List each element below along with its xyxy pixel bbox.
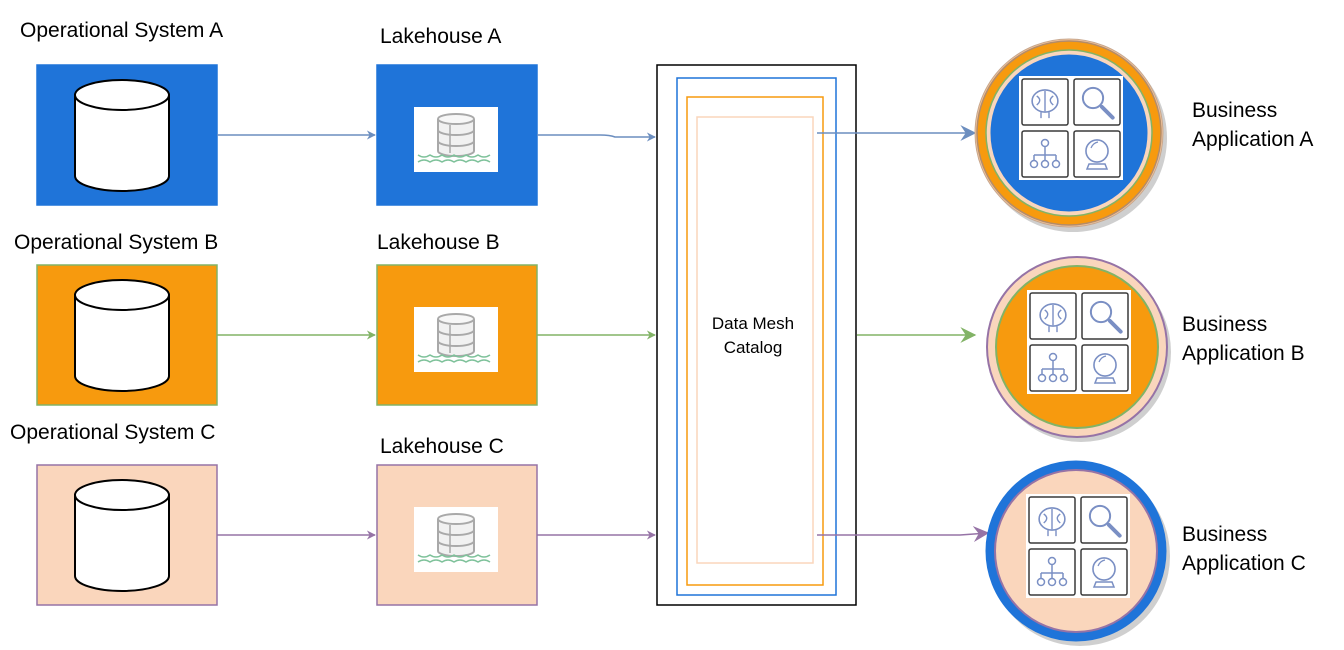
app-c-label-line1: Business — [1182, 523, 1268, 546]
operational-system-c — [36, 464, 218, 606]
operational-system-b-label: Operational System B — [14, 231, 219, 254]
brain-icon — [1028, 496, 1076, 544]
data-mesh-catalog — [656, 64, 857, 606]
application-icon-grid — [1019, 76, 1123, 180]
operational-system-a-label: Operational System A — [20, 19, 224, 42]
app-a-label-line2: Application A — [1192, 128, 1314, 151]
operational-system-b — [36, 264, 218, 406]
operational-system-a — [36, 64, 218, 206]
lakehouse-a — [376, 64, 538, 206]
lakehouse-icon — [414, 107, 498, 172]
lakehouse-icon — [414, 507, 498, 572]
catalog-label-line2: Catalog — [723, 338, 783, 357]
business-application-c — [985, 460, 1170, 646]
catalog-peach-frame — [696, 116, 814, 564]
crystal-ball-icon — [1080, 548, 1128, 596]
catalog-orange-frame — [686, 96, 824, 586]
lakehouse-c — [376, 464, 538, 606]
catalog-label-line1: Data Mesh — [711, 314, 795, 333]
application-icon-grid — [1027, 290, 1131, 394]
hierarchy-icon — [1028, 548, 1076, 596]
lakehouse-a-label: Lakehouse A — [380, 25, 502, 48]
business-application-a — [974, 38, 1167, 232]
hierarchy-icon — [1029, 344, 1077, 392]
catalog-blue-frame — [676, 77, 837, 596]
business-application-b — [986, 256, 1171, 442]
business-application-b-label: Business Application B — [1182, 310, 1305, 368]
app-c-label-line2: Application C — [1182, 552, 1306, 575]
magnifier-icon — [1080, 496, 1128, 544]
lakehouse-icon — [414, 307, 498, 372]
lakehouse-b-label: Lakehouse B — [377, 231, 500, 254]
magnifier-icon — [1073, 78, 1121, 126]
crystal-ball-icon — [1073, 130, 1121, 178]
brain-icon — [1021, 78, 1069, 126]
application-icon-grid — [1026, 494, 1130, 598]
hierarchy-icon — [1021, 130, 1069, 178]
database-cylinder-icon — [74, 279, 170, 392]
business-application-c-label: Business Application C — [1182, 520, 1306, 578]
crystal-ball-icon — [1081, 344, 1129, 392]
database-cylinder-icon — [74, 79, 170, 192]
magnifier-icon — [1081, 292, 1129, 340]
connectors — [217, 125, 990, 543]
app-a-label-line1: Business — [1192, 99, 1278, 122]
business-application-a-label: Business Application A — [1192, 96, 1313, 154]
arrow-lakehouse-to-catalog-a — [537, 132, 656, 142]
arrow-catalog-to-application-c — [817, 526, 990, 543]
lakehouse-c-label: Lakehouse C — [380, 435, 504, 458]
data-mesh-catalog-label: Data Mesh Catalog — [697, 312, 809, 360]
app-b-label-line2: Application B — [1182, 342, 1305, 365]
operational-system-c-label: Operational System C — [10, 421, 216, 444]
app-b-label-line1: Business — [1182, 313, 1268, 336]
database-cylinder-icon — [74, 479, 170, 592]
brain-icon — [1029, 292, 1077, 340]
lakehouse-b — [376, 264, 538, 406]
